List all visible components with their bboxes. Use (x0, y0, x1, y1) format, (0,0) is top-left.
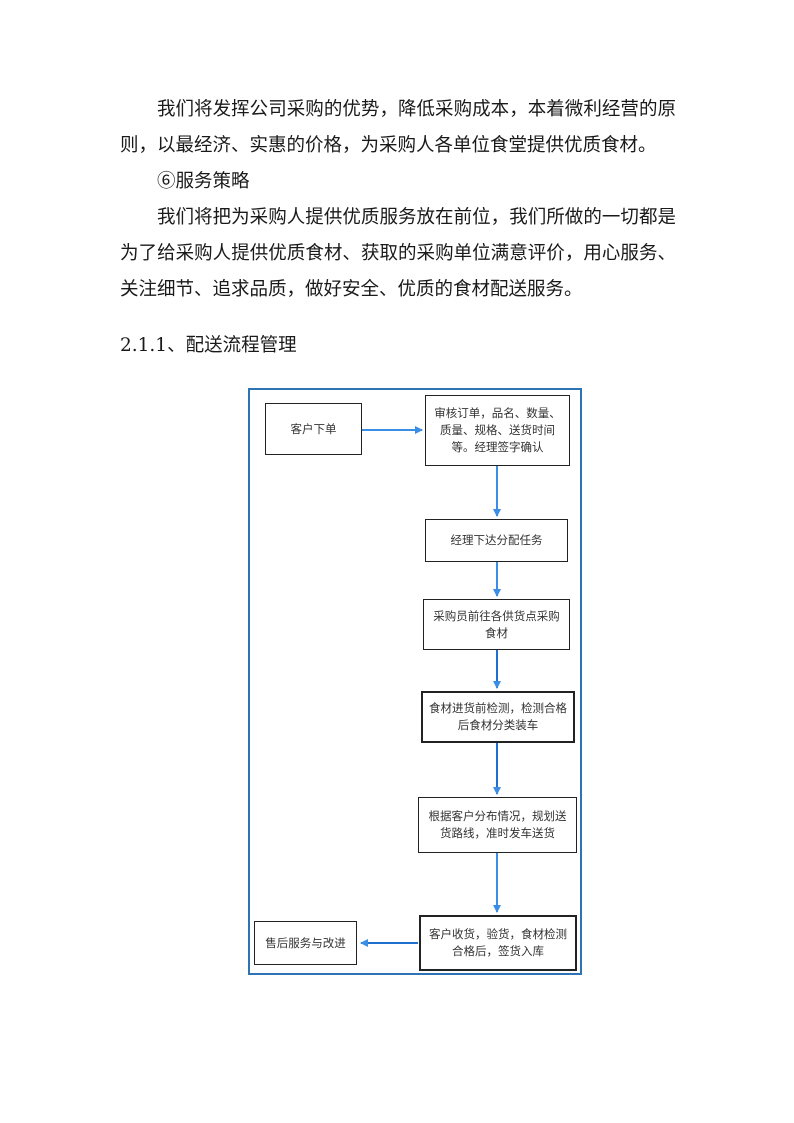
node-customer-order: 客户下单 (265, 403, 362, 455)
node-review-order: 审核订单，品名、数量、质量、规格、送货时间等。经理签字确认 (425, 395, 570, 466)
paragraph-procurement-advantage: 我们将发挥公司采购的优势，降低采购成本，本着微利经营的原则，以最经济、实惠的价格… (120, 99, 676, 156)
flowchart-frame (248, 388, 582, 975)
node-after-sales: 售后服务与改进 (254, 921, 357, 965)
node-receive-inspect: 客户收货，验货，食材检测合格后，签货入库 (419, 915, 577, 971)
section-title: 2.1.1、配送流程管理 (120, 335, 297, 356)
node-purchase: 采购员前往各供货点采购食材 (423, 599, 570, 650)
paragraph-service-strategy: 我们将把为采购人提供优质服务放在前位，我们所做的一切都是为了给采购人提供优质食材… (120, 207, 676, 300)
node-route-plan: 根据客户分布情况，规划送货路线，准时发车送货 (418, 797, 577, 853)
node-inspect-load: 食材进货前检测，检测合格后食材分类装车 (421, 691, 575, 743)
node-assign-task: 经理下达分配任务 (425, 519, 568, 562)
subheading-service-strategy: ⑥服务策略 (157, 171, 250, 192)
